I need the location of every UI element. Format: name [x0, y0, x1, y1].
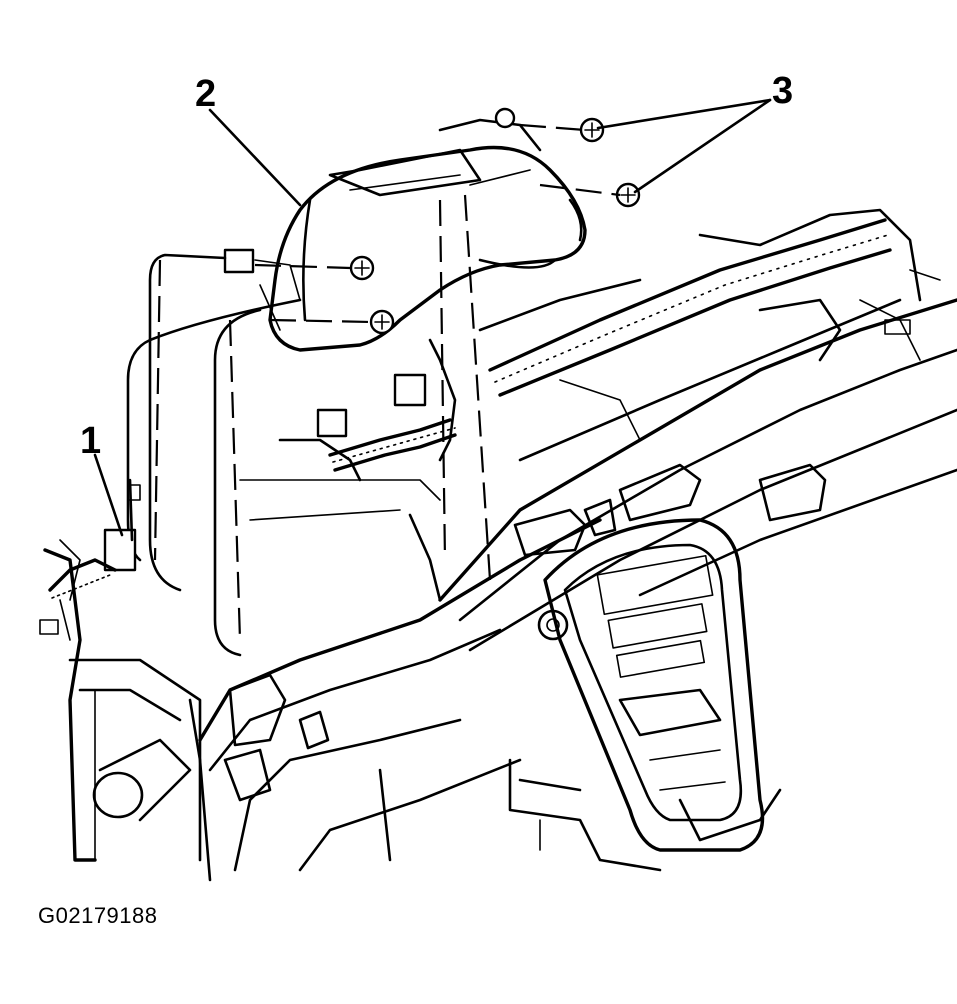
- center-wiring-and-connectors: [239, 338, 457, 602]
- airbag-module-housing: [223, 118, 587, 352]
- bolt-icon: [349, 255, 375, 281]
- callout-label-1: 1: [80, 420, 102, 462]
- bolt-icon: [579, 117, 605, 143]
- installation-dashed-guides: [153, 123, 621, 641]
- lower-support-brackets: [508, 758, 782, 872]
- left-end-bracket: [43, 548, 202, 862]
- nut-icon: [494, 107, 516, 129]
- bolt-icon: [369, 309, 395, 335]
- left-connector-assembly: [39, 478, 141, 635]
- figure-id: G02179188: [38, 903, 158, 928]
- bolt-icon: [615, 182, 641, 208]
- callout-label-2: 2: [195, 73, 217, 115]
- dash-air-vents: [223, 463, 827, 802]
- cross-car-beam: [478, 208, 941, 462]
- instrument-panel-carrier: [188, 298, 957, 882]
- dash-knob: [537, 609, 569, 641]
- center-stack-bezel: [543, 518, 765, 852]
- wiring-harness-conduit: [488, 218, 892, 397]
- mounting-fasteners: [349, 107, 641, 335]
- callout-leader-lines: [93, 98, 772, 537]
- callout-label-3: 3: [772, 70, 794, 112]
